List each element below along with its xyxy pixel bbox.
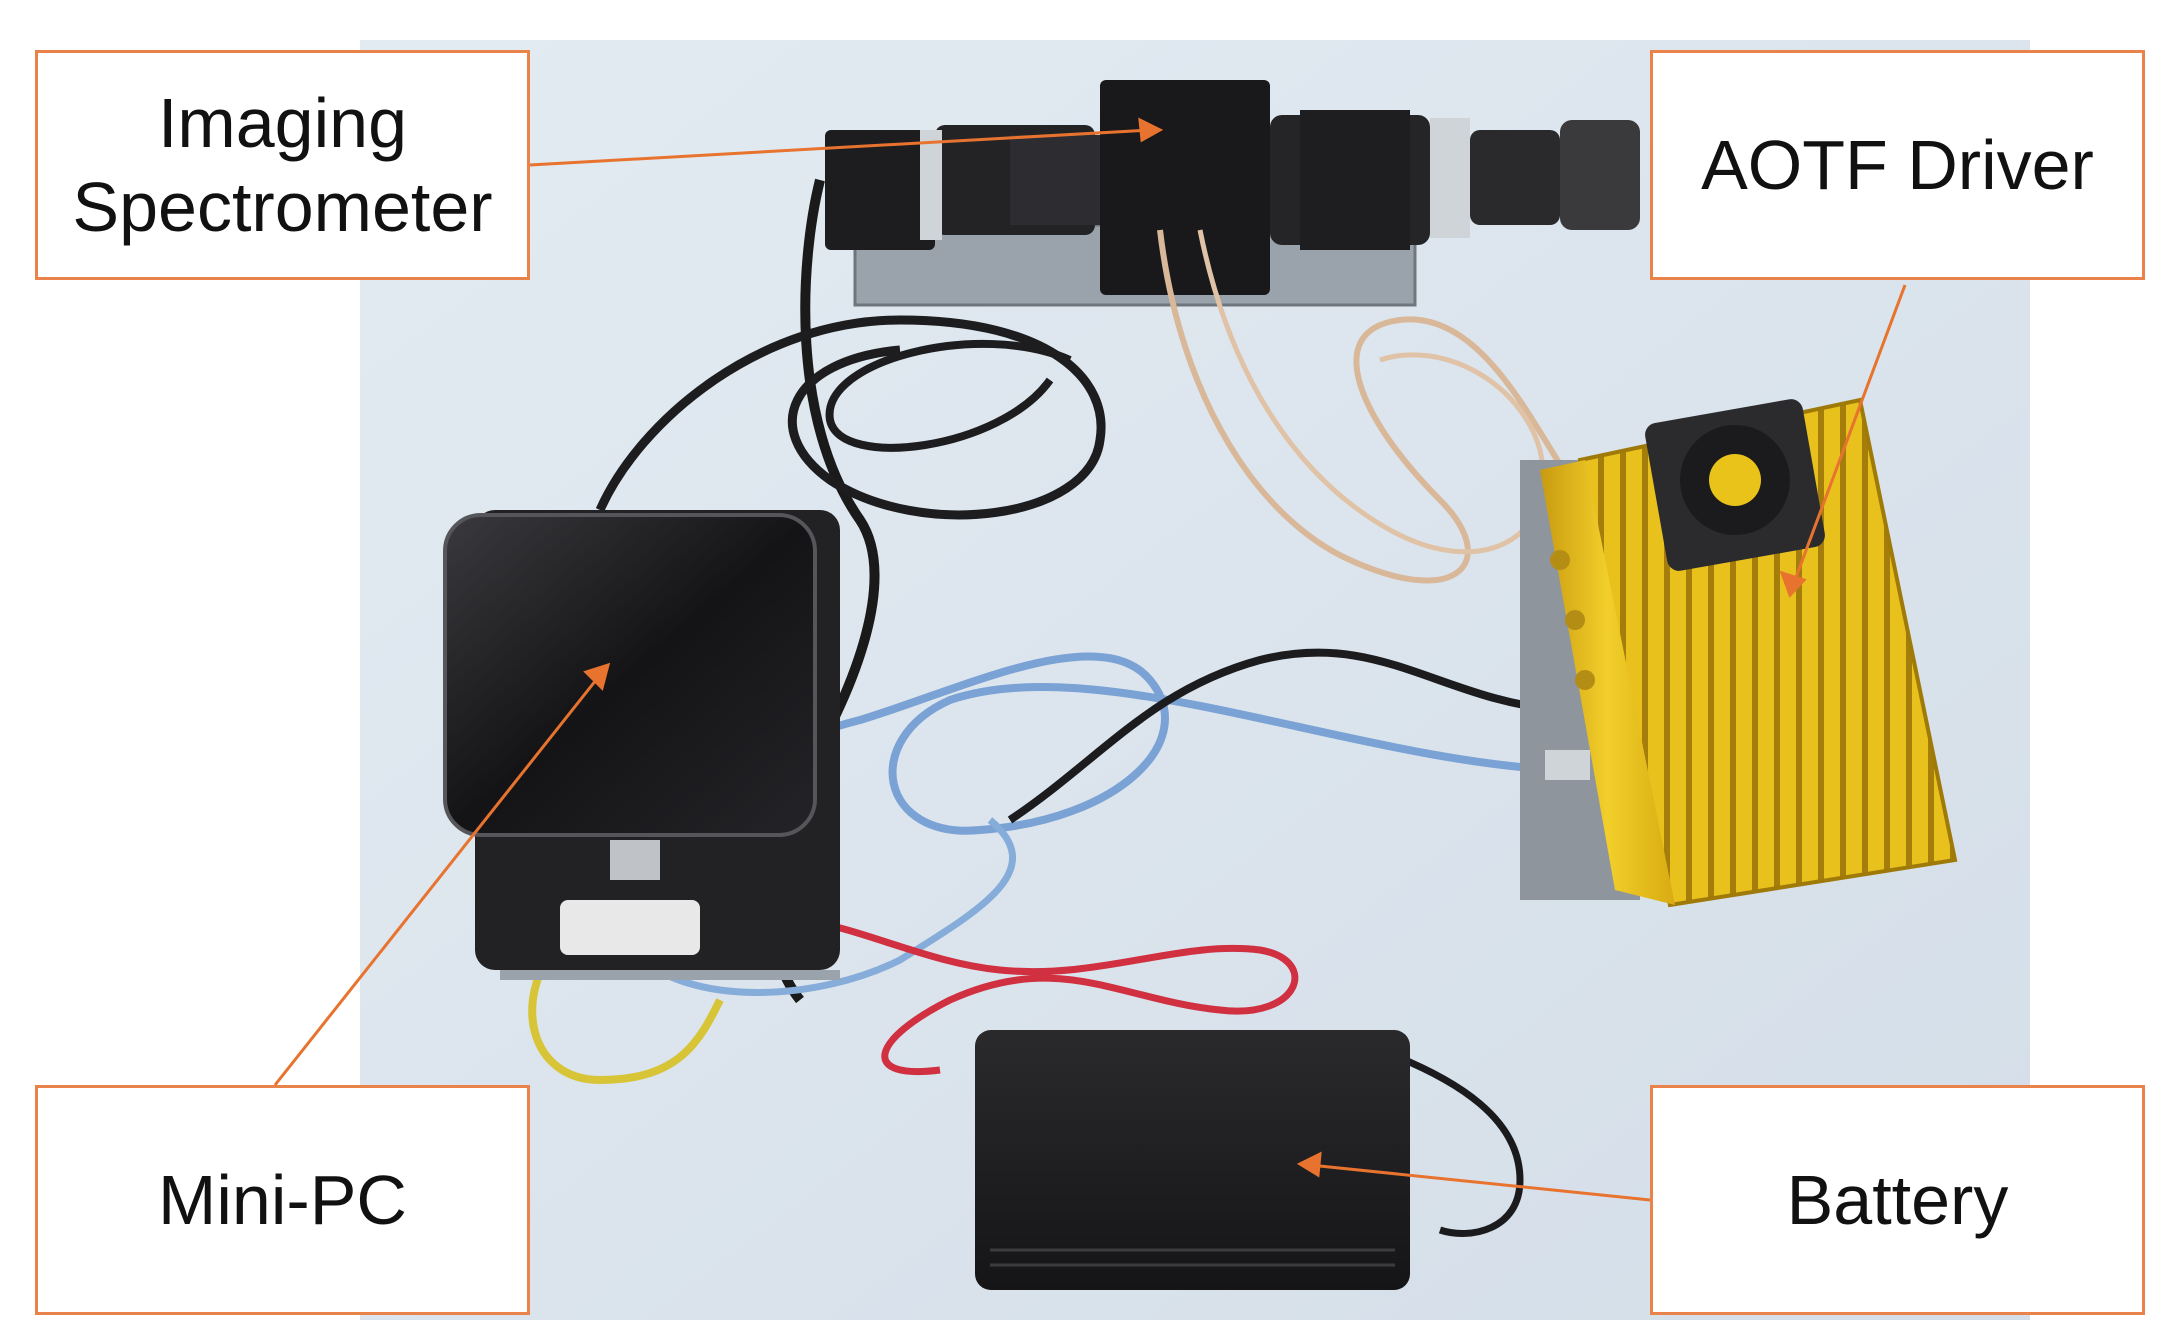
leader-aotf-driver (1793, 284, 1907, 581)
mini-pc-device (443, 510, 840, 980)
red-power-cable (719, 912, 1299, 1075)
battery-device (975, 1030, 1410, 1290)
leader-battery (1309, 1163, 1651, 1202)
driver-power-cable (1007, 648, 1561, 824)
leader-mini-pc (273, 674, 602, 1086)
battery-cable (1378, 1046, 1524, 1237)
ethernet-cable-2 (627, 817, 1016, 996)
callout-aotf-driver: AOTF Driver (1650, 50, 2145, 280)
callout-imaging-spectrometer-line2: Spectrometer (72, 168, 493, 246)
callout-battery: Battery (1650, 1085, 2145, 1315)
loop-cable-black (595, 315, 1106, 520)
imaging-spectrometer (825, 80, 1640, 295)
aotf-driver-device (1520, 397, 1958, 908)
callout-leader-lines (273, 117, 1907, 1202)
callout-mini-pc-text: Mini-PC (158, 1161, 407, 1239)
rf-cable-loop-2 (1197, 229, 1546, 555)
yellow-ground-cable (528, 937, 724, 1085)
callout-aotf-driver-text: AOTF Driver (1701, 126, 2094, 204)
leader-spectrometer (529, 128, 1151, 167)
rf-cable-loop (1157, 229, 1573, 584)
loop-cable-black-2 (825, 339, 1072, 452)
callout-imaging-spectrometer-line1: Imaging (157, 84, 408, 162)
callout-battery-text: Battery (1786, 1161, 2009, 1239)
callout-imaging-spectrometer: Imaging Spectrometer (35, 50, 530, 280)
callout-mini-pc: Mini-PC (35, 1085, 530, 1315)
